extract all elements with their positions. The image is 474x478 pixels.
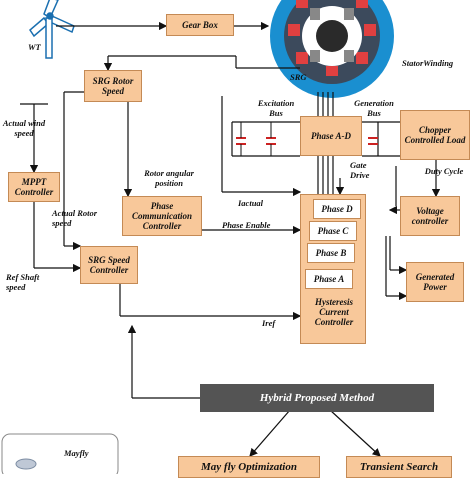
hybrid-proposed-method-block: Hybrid Proposed Method <box>200 384 434 412</box>
mayfly-picture-label: Mayfly <box>64 448 89 458</box>
voltage-controller-block: Voltage controller <box>400 196 460 236</box>
transient-search-block: Transient Search <box>346 456 452 478</box>
iref-label: Iref <box>262 318 276 328</box>
srg-generator-icon <box>270 0 394 98</box>
mppt-controller-block: MPPT Controller <box>8 172 60 202</box>
ref-shaft-speed-label: Ref Shaft speed <box>6 272 40 292</box>
srg-label: SRG <box>290 72 307 82</box>
mayfly-picture <box>1 433 119 474</box>
wind-turbine-icon <box>29 0 75 59</box>
excitation-bus-label: Excitation Bus <box>257 98 295 118</box>
srg-rotor-speed-block: SRG Rotor Speed <box>84 70 142 102</box>
phase-a-d-block: Phase A-D <box>300 116 362 156</box>
phase-d-block: Phase D <box>313 199 361 219</box>
hysteresis-label: Hysteresis Current Controller <box>314 297 354 327</box>
duty-cycle-label: Duty Cycle <box>424 166 464 176</box>
actual-rotor-speed-label: Actual Rotor speed <box>52 208 98 228</box>
phase-b-block: Phase B <box>307 243 355 263</box>
generated-power-block: Generated Power <box>406 262 464 302</box>
gate-drive-label: Gate Drive <box>350 160 370 180</box>
mayfly-optimization-block: May fly Optimization <box>178 456 320 478</box>
phase-enable-label: Phase Enable <box>222 220 271 230</box>
actual-wind-speed-label: Actual wind speed <box>2 118 46 138</box>
rotor-angular-position-label: Rotor angular position <box>144 168 194 188</box>
srg-speed-controller-block: SRG Speed Controller <box>80 246 138 284</box>
phase-communication-controller-block: Phase Communication Controller <box>122 196 202 236</box>
generation-bus-label: Generation Bus <box>354 98 394 118</box>
stator-winding-label: StatorWinding <box>402 58 454 68</box>
capacitor-icons <box>236 137 378 145</box>
chopper-controlled-load-block: Chopper Controlled Load <box>400 110 470 160</box>
phase-c-block: Phase C <box>309 221 357 241</box>
phase-a-block: Phase A <box>305 269 353 289</box>
hysteresis-current-controller-block: Phase D Phase C Phase B Phase A Hysteres… <box>300 194 366 344</box>
wt-label: WT <box>28 42 41 52</box>
iactual-label: Iactual <box>238 198 264 208</box>
gear-box-block: Gear Box <box>166 14 234 36</box>
